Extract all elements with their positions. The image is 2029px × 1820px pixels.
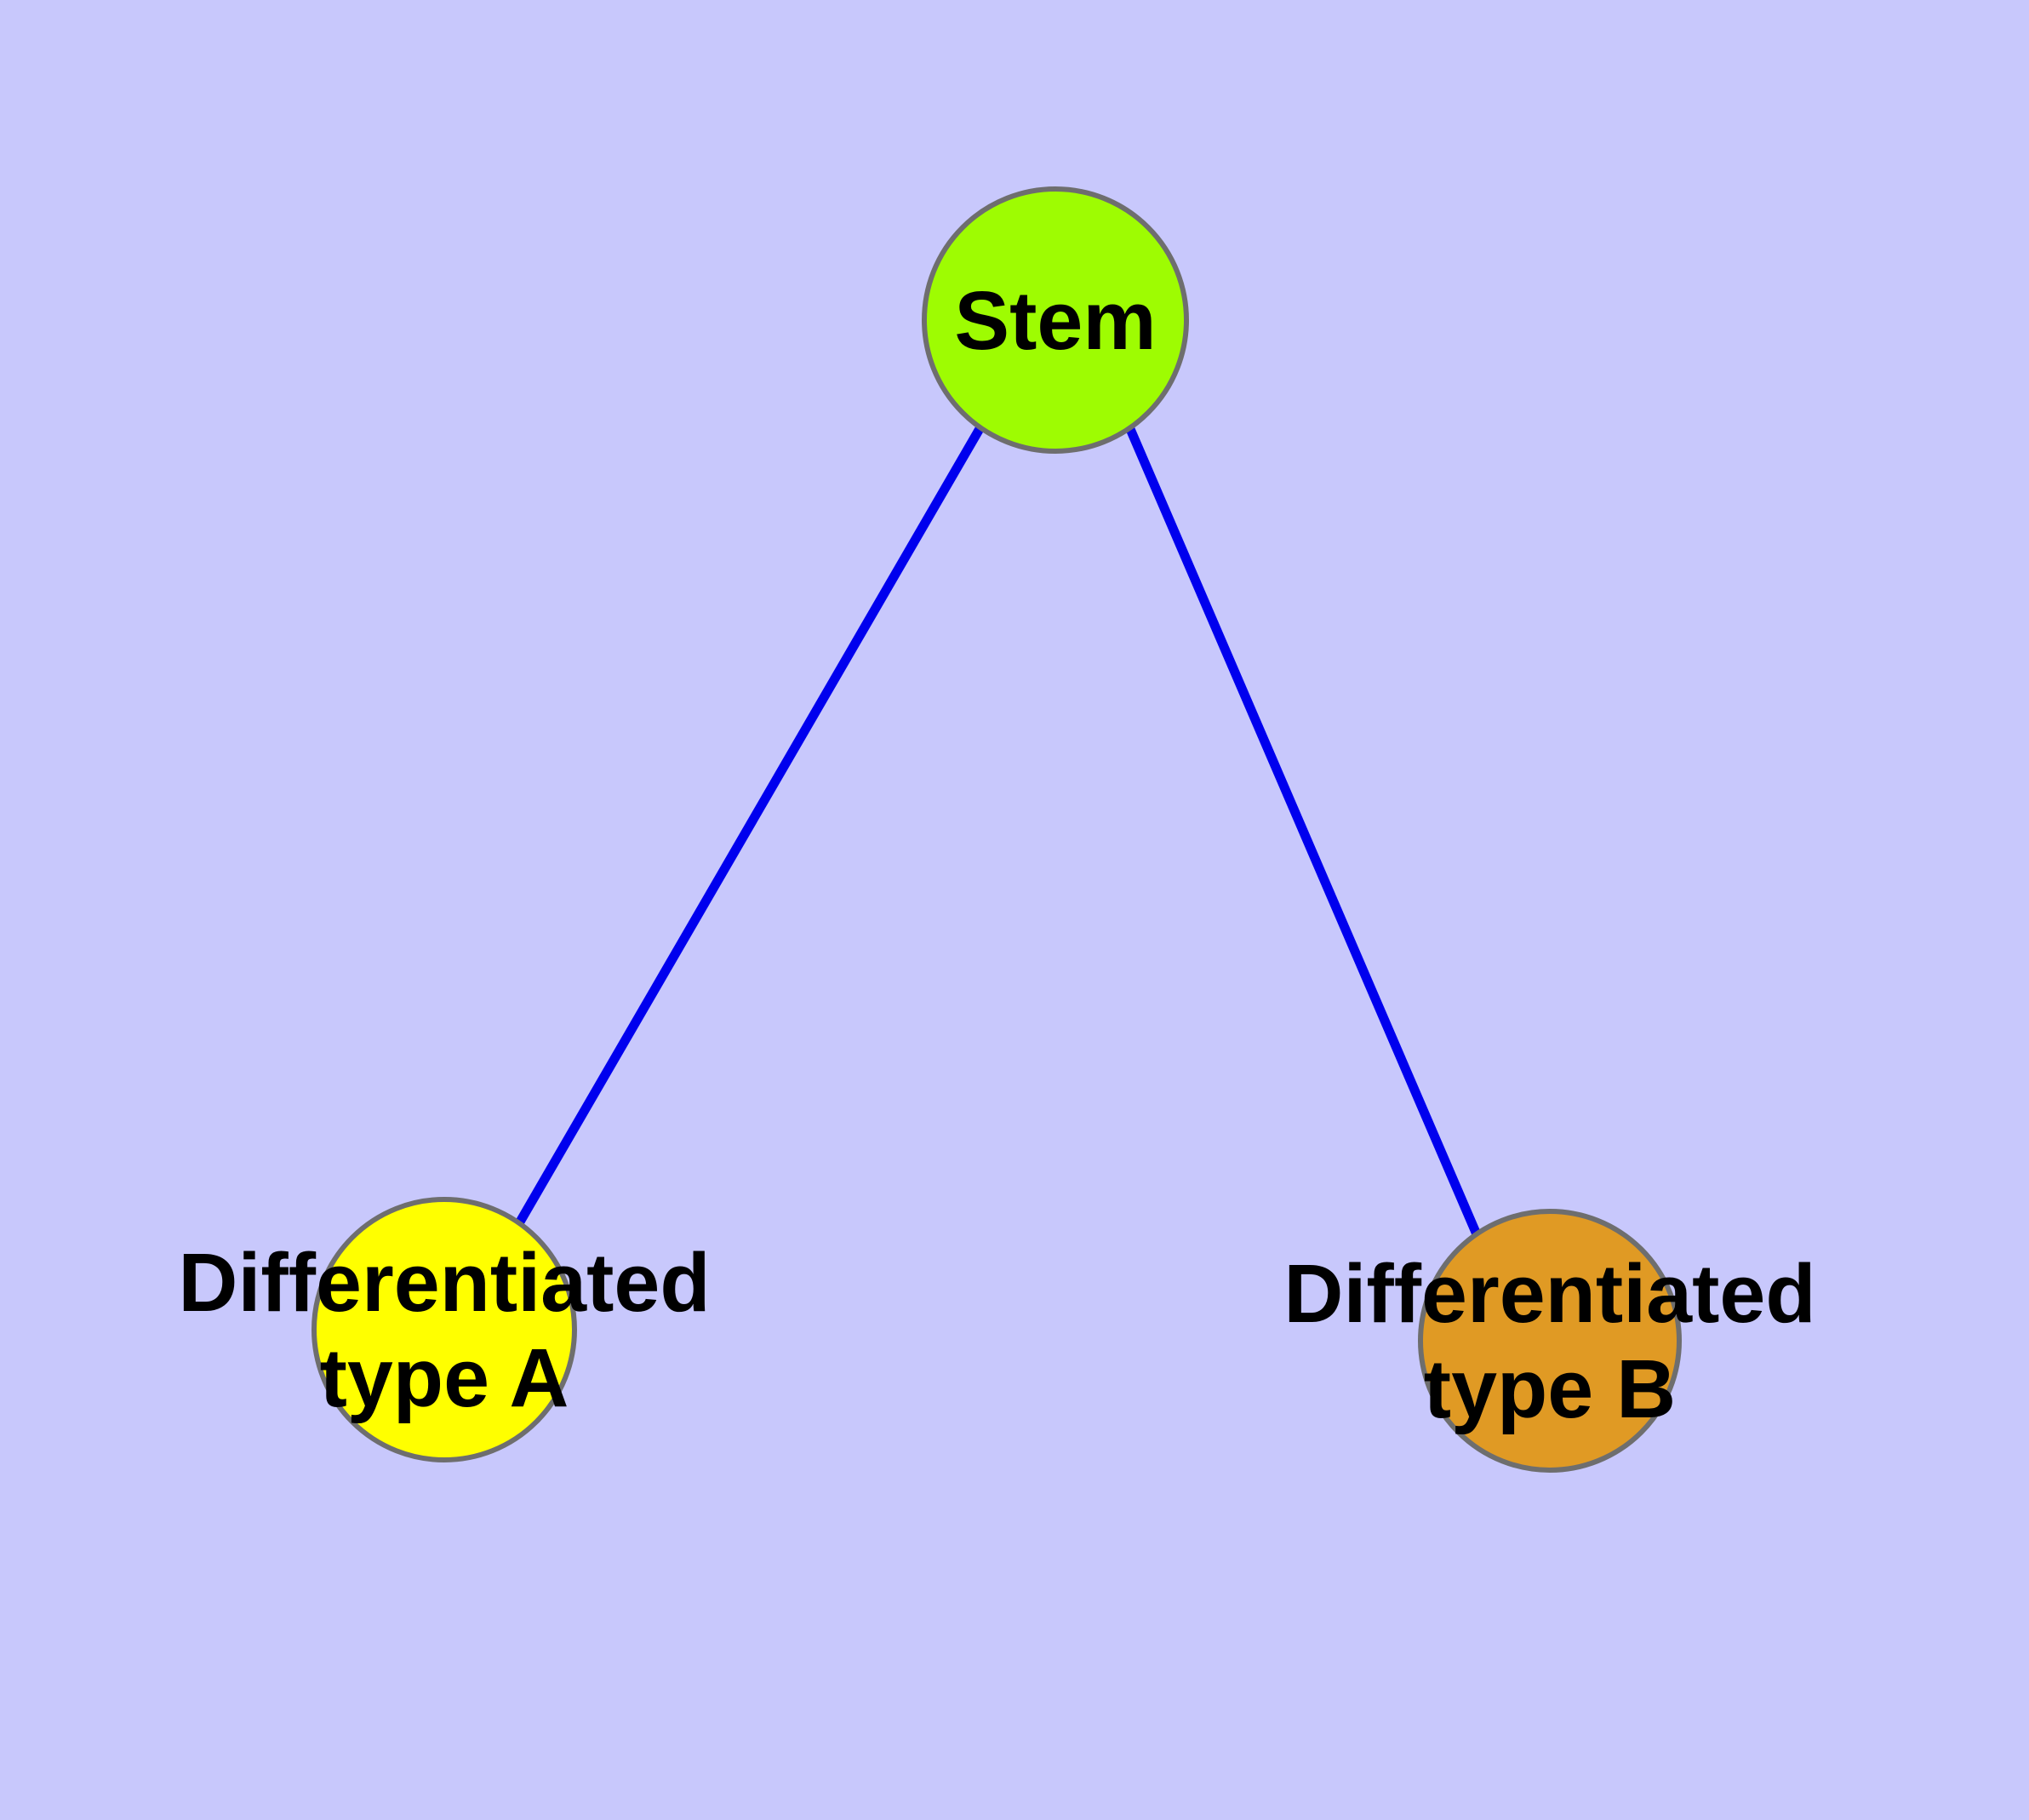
node-label-line: type A [320, 1331, 569, 1424]
edges-group [515, 425, 1482, 1237]
edge-stem-to-diff-b[interactable] [1125, 426, 1482, 1237]
node-label-line: Differentiated [1283, 1247, 1815, 1340]
nodes-group [311, 186, 1682, 1473]
node-label-line: Differentiated [178, 1236, 710, 1329]
node-stem[interactable] [922, 186, 1189, 454]
node-diff-b[interactable] [1418, 1209, 1682, 1473]
node-label-line: type B [1424, 1342, 1676, 1435]
node-diff-a[interactable] [311, 1197, 577, 1462]
node-label-stem: Stem [954, 274, 1156, 367]
node-label-line: Stem [954, 274, 1156, 367]
edge-stem-to-diff-a[interactable] [515, 425, 985, 1226]
